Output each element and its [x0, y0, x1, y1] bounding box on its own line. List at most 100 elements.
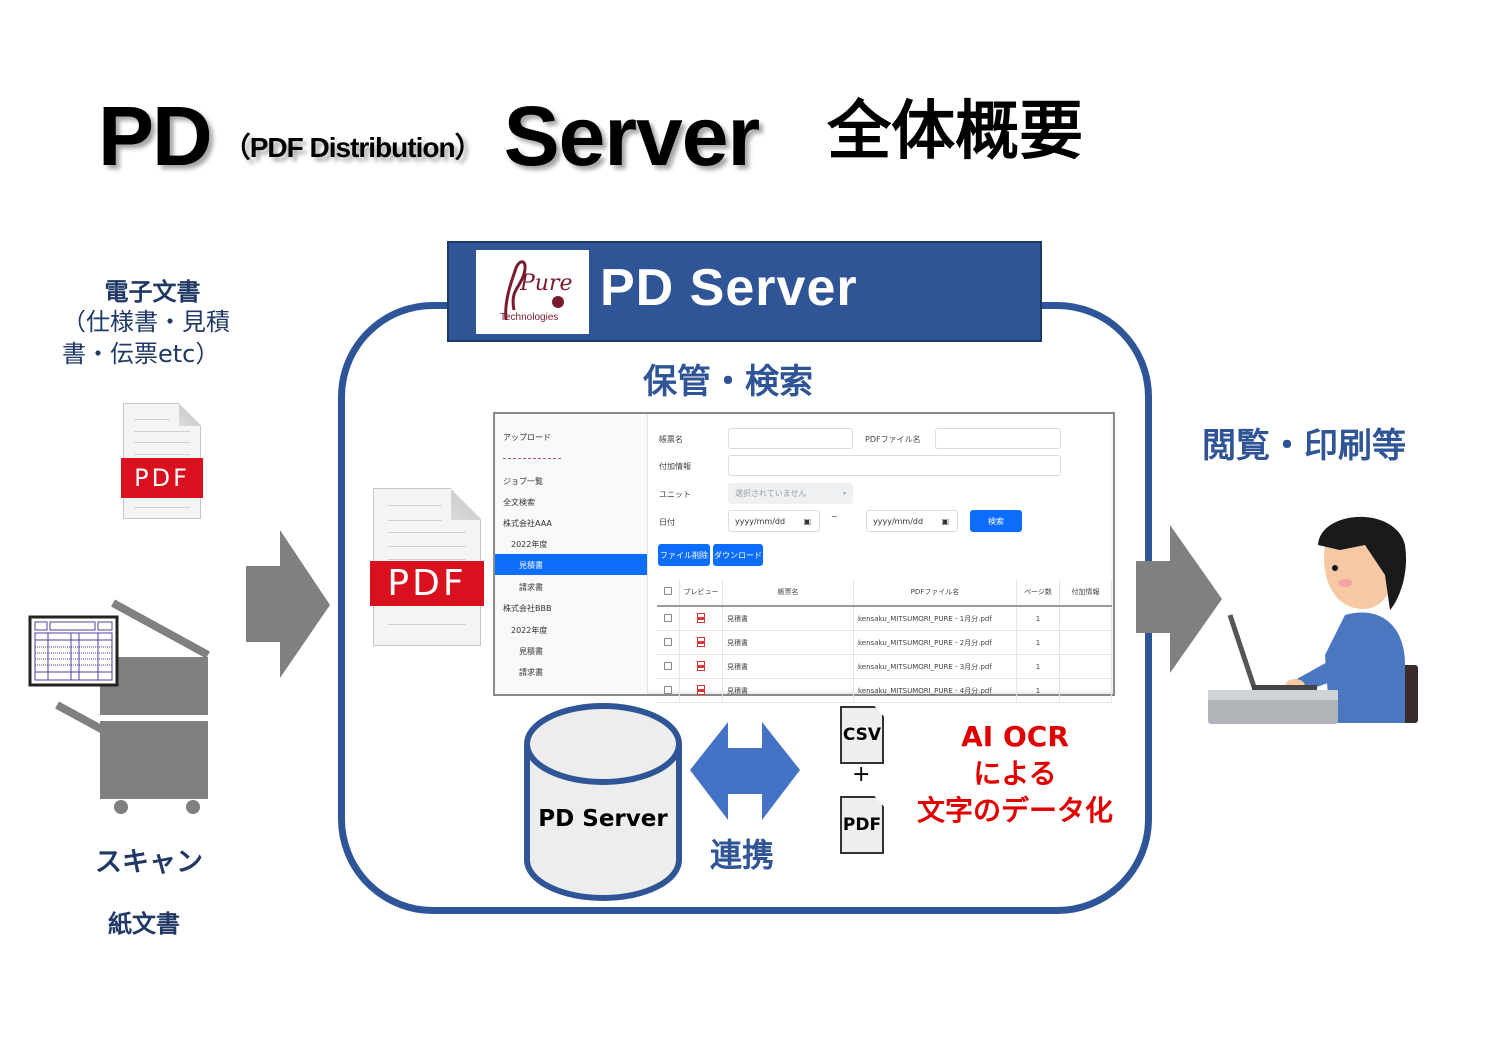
date-to-placeholder: yyyy/mm/dd — [873, 516, 924, 526]
sidebar-item-bbb-quotes[interactable]: 見積書 — [519, 647, 543, 656]
scan-label: スキャン — [95, 847, 203, 878]
csv-file-icon: CSV — [840, 706, 884, 764]
pdf-preview-icon[interactable] — [679, 678, 723, 703]
cell-extra — [1059, 654, 1112, 679]
storage-search-label: 保管・検索 — [643, 362, 813, 402]
unit-label: ユニット — [659, 490, 691, 499]
sidebar-item-bbb-2022[interactable]: 2022年度 — [511, 626, 548, 635]
col-doc-name[interactable]: 帳票名 — [722, 579, 854, 607]
cell-pdf-name: kensaku_MITSUMORI_PURE - 2月分.pdf — [853, 630, 1017, 655]
sidebar-item-aaa-2022[interactable]: 2022年度 — [511, 540, 548, 549]
title-server: Server — [503, 89, 761, 183]
cell-pages: 1 — [1016, 678, 1060, 703]
svg-text:Pure: Pure — [519, 271, 573, 296]
cell-extra — [1059, 630, 1112, 655]
ai-ocr-label: AI OCR による 文字のデータ化 — [900, 718, 1130, 829]
banner-title: PD Server — [600, 259, 858, 317]
pdf-file-icon-center: PDF — [369, 488, 485, 646]
paper-form-icon — [28, 615, 119, 687]
col-extra[interactable]: 付加情報 — [1059, 579, 1112, 607]
ocr-line-2: による — [973, 757, 1057, 790]
row-checkbox[interactable] — [657, 606, 680, 631]
app-sidebar: アップロード ジョブ一覧 全文検索 株式会社AAA 2022年度 見積書 請求書… — [495, 414, 648, 694]
col-preview[interactable]: プレビュー — [679, 579, 723, 607]
date-range-tilde: ~ — [831, 512, 838, 521]
database-label: PD Server — [538, 806, 668, 832]
sidebar-item-fulltext-search[interactable]: 全文検索 — [503, 498, 535, 507]
svg-text:Technologies: Technologies — [500, 312, 558, 323]
sidebar-item-aaa-quotes-selected[interactable] — [495, 554, 647, 575]
arrow-right-icon — [1136, 525, 1222, 673]
sidebar-item-aaa-quotes[interactable]: 見積書 — [519, 561, 543, 570]
results-table: プレビュー 帳票名 PDFファイル名 ページ数 付加情報 見積書 kensaku… — [657, 579, 1112, 703]
date-from-placeholder: yyyy/mm/dd — [735, 516, 786, 526]
ocr-line-1: AI OCR — [961, 720, 1069, 753]
sidebar-item-aaa-invoices[interactable]: 請求書 — [519, 583, 543, 592]
pdf-preview-icon[interactable] — [679, 654, 723, 679]
title-pd: PD — [98, 89, 213, 183]
cell-doc-name: 見積書 — [722, 678, 854, 703]
table-row[interactable]: 見積書 kensaku_MITSUMORI_PURE - 3月分.pdf 1 — [657, 654, 1112, 679]
table-row[interactable]: 見積書 kensaku_MITSUMORI_PURE - 2月分.pdf 1 — [657, 630, 1112, 655]
sidebar-item-bbb-invoices[interactable]: 請求書 — [519, 668, 543, 677]
calendar-icon[interactable]: ▣ — [803, 516, 811, 526]
select-all-checkbox[interactable] — [657, 579, 680, 607]
pdf-name-label: PDFファイル名 — [865, 435, 921, 444]
pure-technologies-logo: Pure Technologies — [476, 250, 589, 334]
col-pages[interactable]: ページ数 — [1016, 579, 1060, 607]
chevron-down-icon: ▾ — [842, 490, 846, 497]
app-screenshot: アップロード ジョブ一覧 全文検索 株式会社AAA 2022年度 見積書 請求書… — [493, 412, 1115, 703]
table-row[interactable]: 見積書 kensaku_MITSUMORI_PURE - 4月分.pdf 1 — [657, 678, 1112, 703]
view-print-label: 閲覧・印刷等 — [1202, 426, 1406, 466]
sidebar-upload[interactable]: アップロード — [503, 433, 551, 442]
title-overview: 全体概要 — [827, 95, 1084, 169]
col-pdf-name[interactable]: PDFファイル名 — [853, 579, 1017, 607]
cell-doc-name: 見積書 — [722, 654, 854, 679]
cell-pdf-name: kensaku_MITSUMORI_PURE - 3月分.pdf — [853, 654, 1017, 679]
cell-pages: 1 — [1016, 606, 1060, 631]
date-label: 日付 — [659, 518, 675, 527]
date-to-input[interactable]: yyyy/mm/dd ▣ — [866, 510, 958, 532]
sidebar-divider — [503, 458, 561, 459]
pdf-preview-icon[interactable] — [679, 606, 723, 631]
row-checkbox[interactable] — [657, 678, 680, 703]
doc-name-input[interactable] — [728, 428, 853, 449]
arrow-right-icon — [246, 530, 330, 678]
cell-extra — [1059, 606, 1112, 631]
cell-pages: 1 — [1016, 654, 1060, 679]
sidebar-item-company-aaa[interactable]: 株式会社AAA — [503, 519, 552, 528]
paper-docs-label: 紙文書 — [108, 910, 180, 938]
double-arrow-icon — [690, 722, 800, 820]
pdf-preview-icon[interactable] — [679, 630, 723, 655]
pdf-file-icon: PDF — [120, 403, 204, 519]
pdf-name-input[interactable] — [935, 428, 1061, 449]
download-button[interactable]: ダウンロード — [713, 544, 763, 566]
pdf-file-icon-small: PDF — [840, 796, 884, 854]
page-title: PD （PDF Distribution） Server 全体概要 — [98, 78, 1083, 178]
cell-doc-name: 見積書 — [722, 606, 854, 631]
cell-pages: 1 — [1016, 630, 1060, 655]
title-subtitle: （PDF Distribution） — [222, 132, 483, 163]
scanner-icon — [28, 599, 210, 814]
extra-info-label: 付加情報 — [659, 462, 691, 471]
table-header-row: プレビュー 帳票名 PDFファイル名 ページ数 付加情報 — [657, 579, 1112, 607]
cell-pdf-name: kensaku_MITSUMORI_PURE - 4月分.pdf — [853, 678, 1017, 703]
extra-info-input[interactable] — [728, 455, 1061, 476]
cell-extra — [1059, 678, 1112, 703]
unit-placeholder: 選択されていません — [735, 489, 807, 498]
row-checkbox[interactable] — [657, 630, 680, 655]
cell-doc-name: 見積書 — [722, 630, 854, 655]
date-from-input[interactable]: yyyy/mm/dd ▣ — [728, 510, 820, 532]
search-button[interactable]: 検索 — [970, 510, 1022, 532]
ocr-line-3: 文字のデータ化 — [916, 794, 1113, 827]
calendar-icon[interactable]: ▣ — [941, 516, 949, 526]
doc-name-label: 帳票名 — [659, 435, 683, 444]
delete-file-button[interactable]: ファイル削除 — [658, 544, 710, 566]
sidebar-item-job-list[interactable]: ジョブ一覧 — [503, 477, 543, 486]
table-row[interactable]: 見積書 kensaku_MITSUMORI_PURE - 1月分.pdf 1 — [657, 606, 1112, 631]
sidebar-item-company-bbb[interactable]: 株式会社BBB — [503, 604, 552, 613]
row-checkbox[interactable] — [657, 654, 680, 679]
person-laptop-illustration — [1208, 516, 1418, 724]
unit-select[interactable]: 選択されていません ▾ — [728, 483, 853, 504]
plus-sign: + — [852, 762, 871, 787]
